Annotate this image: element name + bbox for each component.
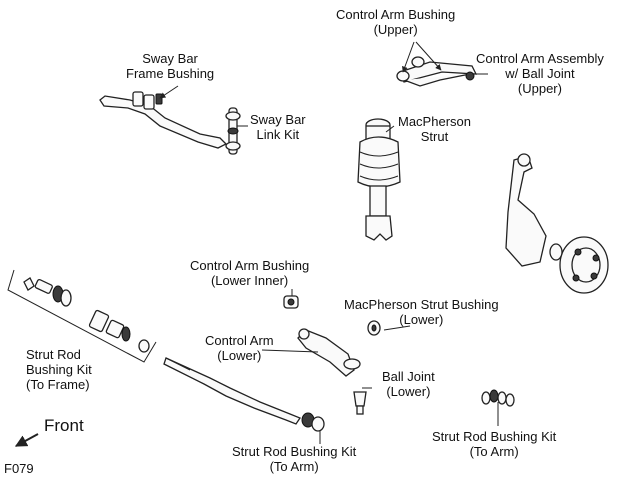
label-control-arm-lower: Control Arm (Lower) [205,333,274,363]
macpherson-strut [357,118,401,241]
leader-lines [159,41,499,444]
label-strut-rod-bushing-kit-arm-center: Strut Rod Bushing Kit (To Arm) [232,444,357,474]
label-macpherson-strut-bushing-lower: MacPherson Strut Bushing (Lower) [344,297,499,327]
figure-code: F079 [4,461,34,476]
steering-knuckle-hub [505,153,609,294]
label-control-arm-bushing-lower-inner: Control Arm Bushing (Lower Inner) [190,258,310,288]
label-strut-rod-bushing-kit-arm-right: Strut Rod Bushing Kit (To Arm) [432,429,557,459]
upper-control-arm [396,56,478,87]
label-control-arm-assembly-upper: Control Arm Assembly w/ Ball Joint (Uppe… [476,51,604,96]
front-label: Front [44,416,84,435]
strut-lower-bushing [367,320,381,336]
label-ball-joint-lower: Ball Joint (Lower) [382,369,435,399]
sway-bar-link-kit [225,107,241,155]
label-macpherson-strut: MacPherson Strut [398,114,471,144]
label-sway-bar-link-kit: Sway Bar Link Kit [250,112,306,142]
label-sway-bar-frame-bushing: Sway Bar Frame Bushing [126,51,215,81]
label-strut-rod-bushing-kit-frame: Strut Rod Bushing Kit (To Frame) [26,347,92,392]
strut-rod-arm-bushing-center [301,412,325,432]
lower-inner-bushing [283,295,299,309]
front-arrow-icon [14,433,39,447]
sway-bar [99,91,228,149]
strut-rod-arm-bushing-right [481,389,515,407]
strut-rod [163,357,301,425]
lower-ball-joint [353,391,367,415]
label-control-arm-bushing-upper: Control Arm Bushing (Upper) [336,7,456,37]
strut-rod-frame-bushing-kit [7,269,157,363]
lower-control-arm [297,328,361,377]
